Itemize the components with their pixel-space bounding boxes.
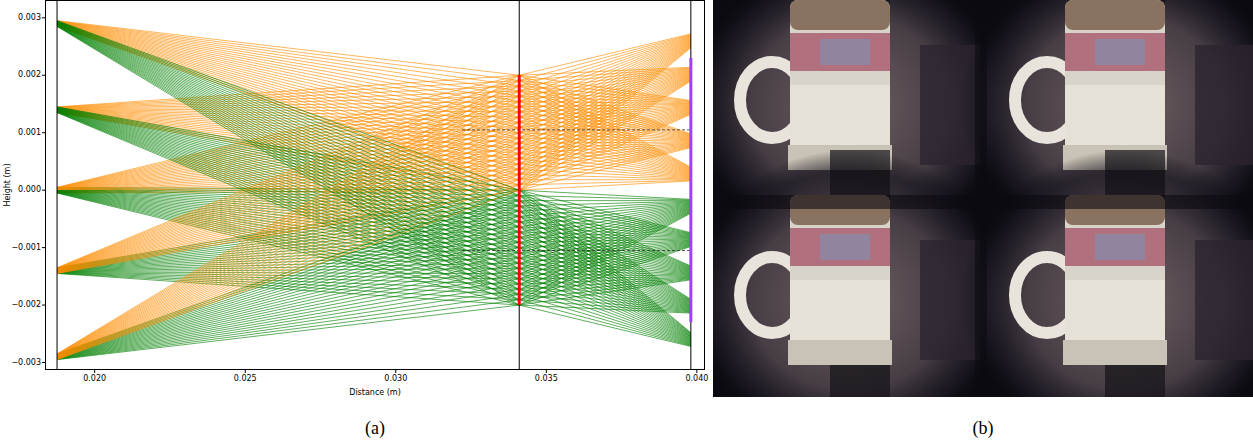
light-ray [57, 21, 691, 200]
tick-label: 0.040 [685, 375, 708, 383]
tick-mark [42, 305, 45, 306]
light-ray [57, 110, 691, 248]
light-ray [57, 143, 691, 357]
light-ray [57, 181, 691, 360]
tick-label: 0.030 [384, 375, 407, 383]
light-ray [57, 175, 691, 359]
light-ray [57, 25, 691, 284]
light-ray [57, 91, 691, 355]
light-ray [57, 138, 691, 357]
light-ray [57, 26, 691, 305]
tick-mark [546, 370, 547, 373]
panel-label: (a) [365, 419, 385, 437]
light-ray [57, 21, 691, 205]
tick-label: −0.002 [11, 301, 41, 309]
axis-title: Height (m) [4, 163, 12, 206]
tick-label: 0.003 [18, 14, 41, 22]
optical-plane [57, 0, 58, 370]
light-ray [57, 148, 691, 357]
tick-mark [395, 370, 396, 373]
optical-axis [462, 129, 691, 130]
sensor [689, 58, 692, 322]
light-ray [57, 25, 691, 274]
tick-label: 0.001 [18, 129, 41, 137]
light-ray [57, 289, 691, 358]
tick-label: −0.001 [11, 244, 41, 252]
aperture [518, 75, 521, 305]
light-ray [57, 86, 691, 355]
tick-label: −0.003 [11, 359, 41, 367]
tick-label: 0.020 [83, 375, 106, 383]
panel-label: (b) [973, 419, 994, 437]
light-ray [57, 23, 691, 232]
optical-plane [519, 0, 520, 370]
light-ray [57, 122, 691, 356]
light-ray [57, 23, 691, 242]
tick-mark [245, 370, 246, 373]
photograph [713, 0, 1253, 397]
light-ray [57, 96, 691, 355]
tick-mark [42, 247, 45, 248]
light-ray [57, 111, 691, 264]
light-ray [57, 107, 691, 356]
light-ray [57, 25, 691, 269]
light-ray [57, 21, 691, 90]
light-ray [57, 24, 691, 258]
light-ray [57, 133, 691, 271]
tick-label: 0.035 [535, 375, 558, 383]
light-ray [57, 117, 691, 270]
tick-mark [42, 190, 45, 191]
tick-mark [42, 75, 45, 76]
tick-label: 0.025 [234, 375, 257, 383]
tick-label: 0.000 [18, 186, 41, 194]
tick-mark [696, 370, 697, 373]
light-ray [57, 96, 691, 269]
tick-label: 0.002 [18, 71, 41, 79]
light-ray [57, 112, 691, 356]
light-ray [57, 26, 691, 290]
light-ray [57, 112, 691, 285]
light-ray [57, 101, 691, 355]
tick-mark [42, 132, 45, 133]
tick-mark [42, 362, 45, 363]
optical-axis [462, 250, 691, 251]
axis-title: Distance (m) [349, 389, 401, 397]
light-ray [57, 26, 691, 295]
light-ray [57, 75, 691, 354]
tick-mark [42, 17, 45, 18]
light-ray [57, 25, 691, 279]
optical-plane [690, 0, 691, 370]
tick-mark [94, 370, 95, 373]
light-ray [57, 23, 691, 237]
light-ray [57, 24, 691, 263]
light-ray [57, 117, 691, 356]
